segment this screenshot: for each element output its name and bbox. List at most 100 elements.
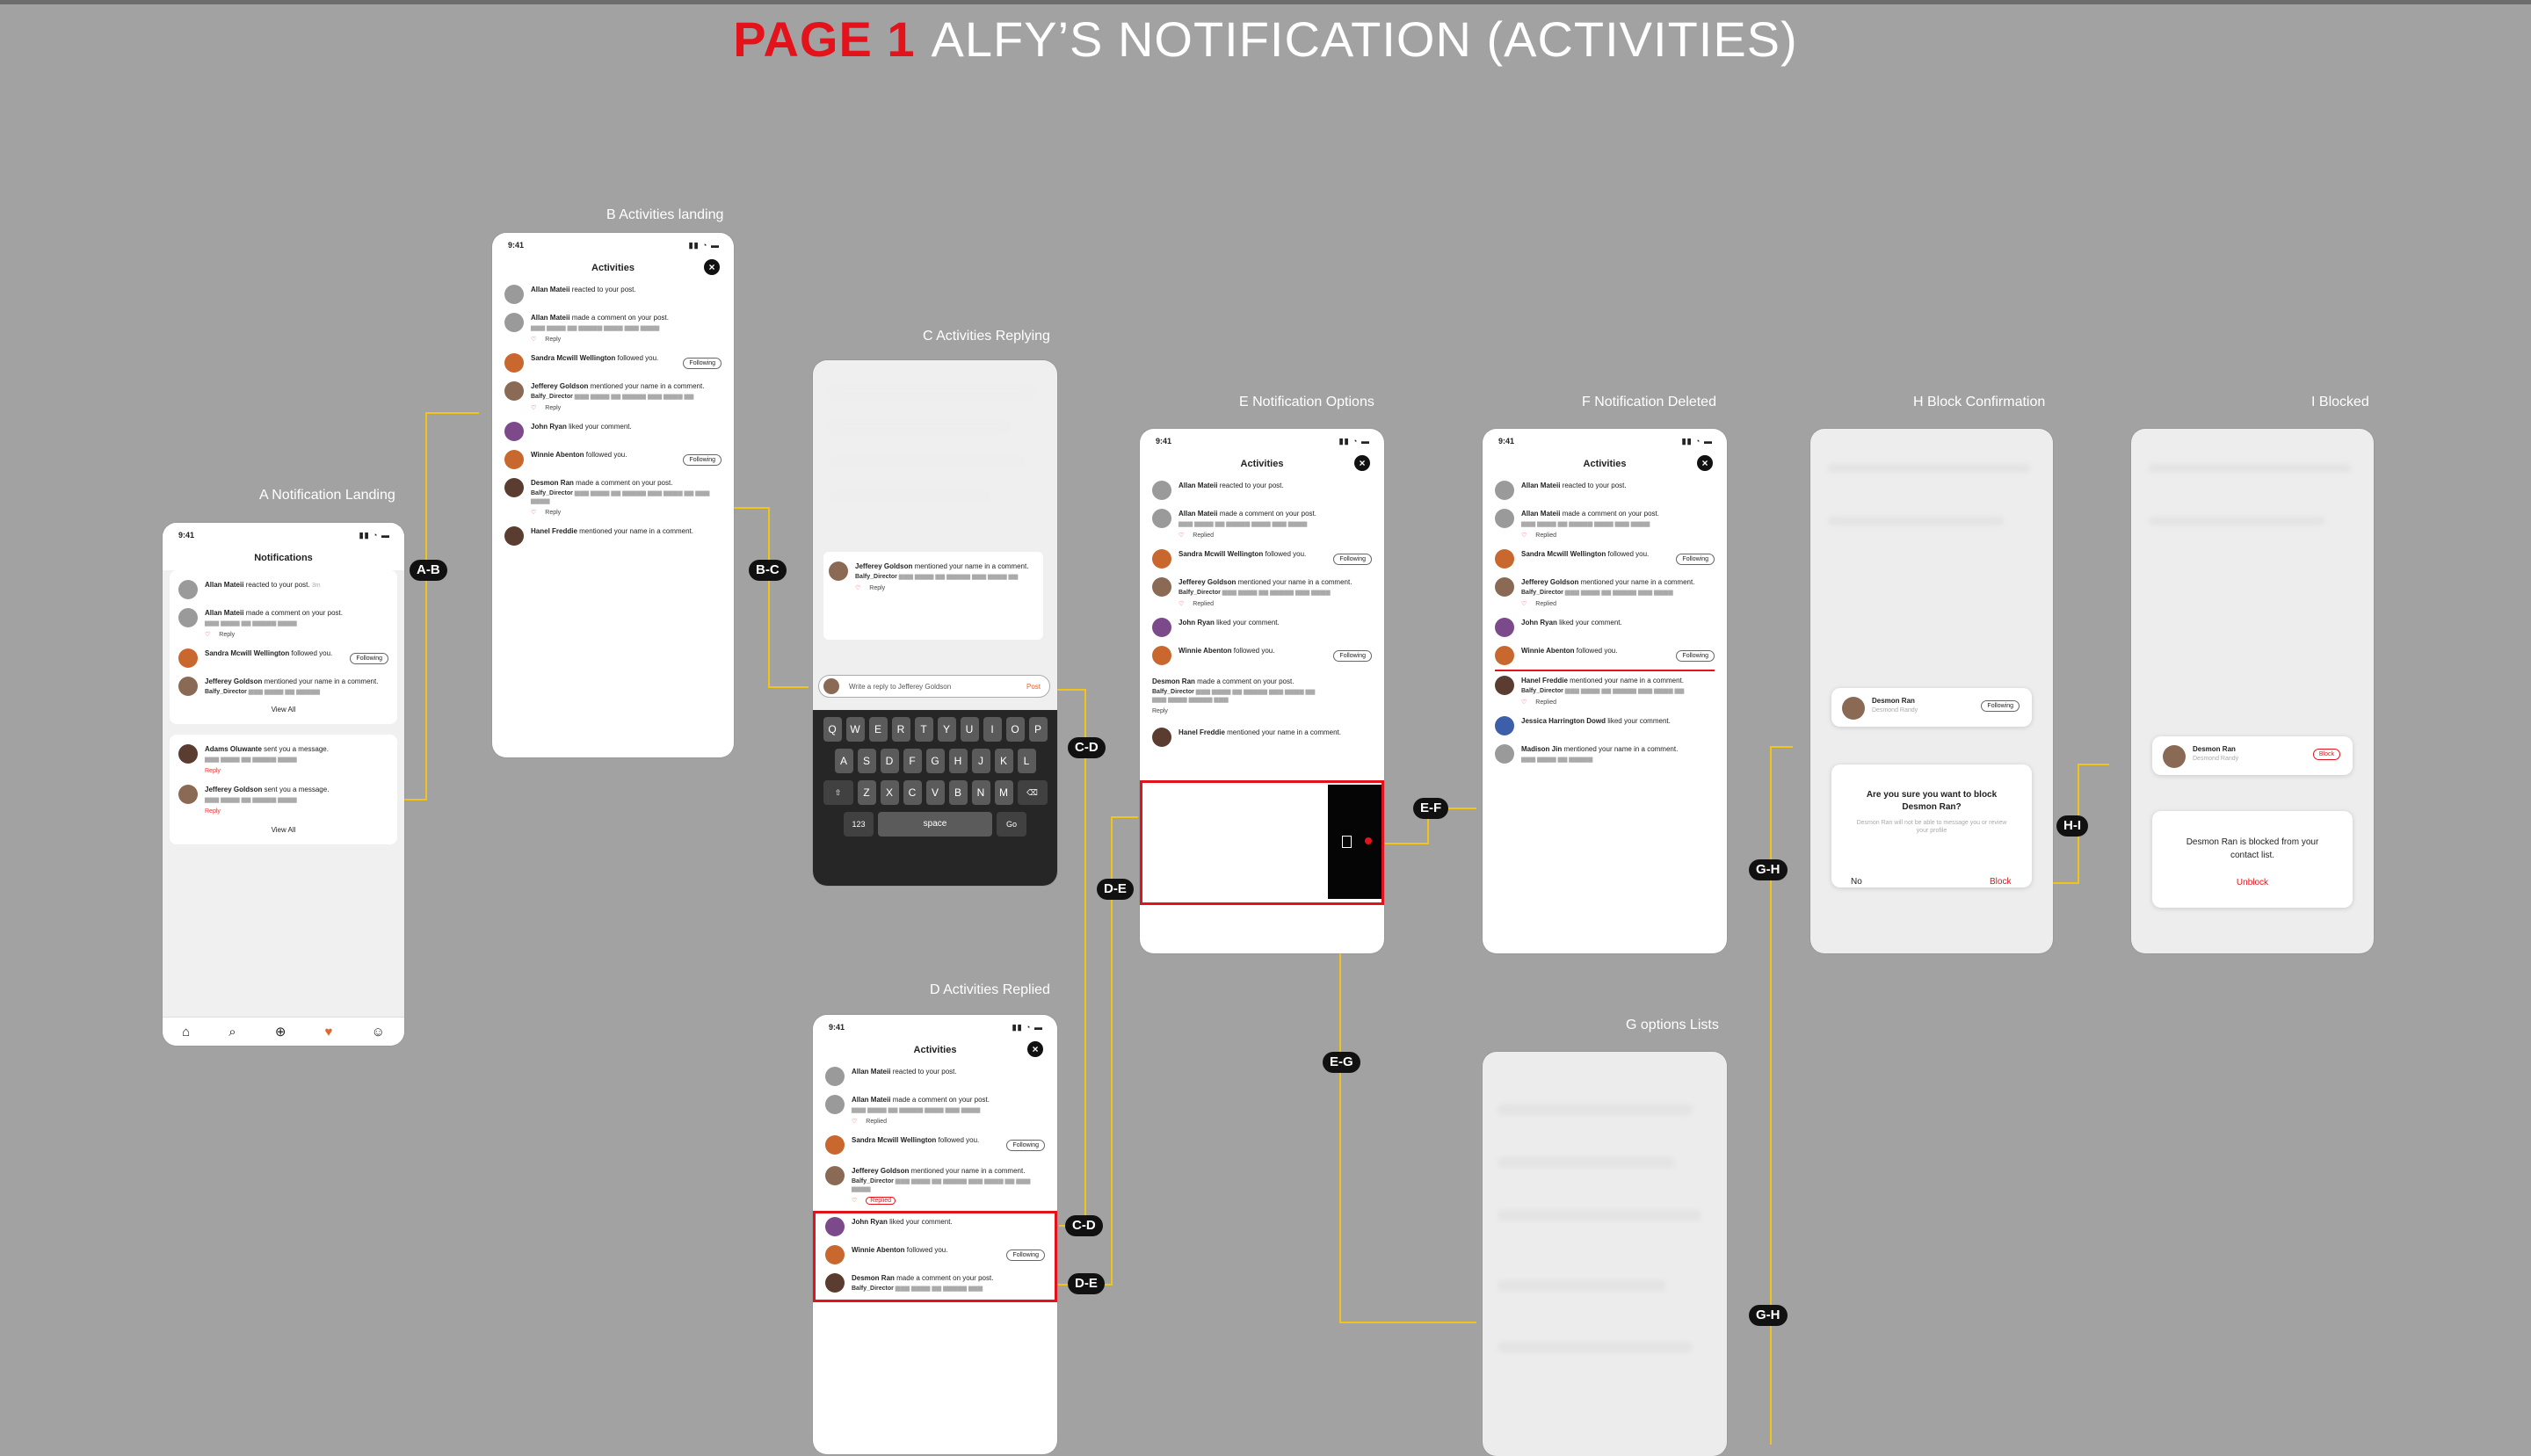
key-i[interactable]: I	[983, 717, 1002, 742]
list-item[interactable]: John Ryan liked your comment.	[825, 1213, 1045, 1241]
close-icon[interactable]: ×	[1697, 455, 1713, 471]
list-item[interactable]: Hanel Freddie mentioned your name in a c…	[1152, 723, 1372, 751]
close-icon[interactable]: ×	[704, 259, 720, 275]
key-t[interactable]: T	[914, 717, 933, 742]
following-button[interactable]: Following	[683, 453, 722, 466]
following-button[interactable]: Following	[1006, 1139, 1045, 1151]
list-item[interactable]: Allan Mateii reacted to your post.	[1495, 476, 1715, 504]
following-button[interactable]: Following	[683, 357, 722, 369]
search-icon[interactable]: ⌕	[228, 1024, 236, 1039]
reply-link[interactable]: Reply	[545, 510, 562, 516]
key-f[interactable]: F	[903, 749, 922, 773]
profile-icon[interactable]: ☺	[371, 1024, 385, 1039]
list-item[interactable]: Sandra Mcwill Wellington followed you.Fo…	[504, 349, 722, 377]
list-item[interactable]: Allan Mateii made a comment on your post…	[1495, 504, 1715, 545]
delete-key[interactable]: ⌫	[1017, 780, 1048, 805]
list-item[interactable]: Allan Mateii reacted to your post.	[1152, 476, 1372, 504]
list-item[interactable]: Adams Oluwante sent you a message.▆▆▆ ▆▆…	[178, 740, 388, 780]
list-item[interactable]: Madison Jin mentioned your name in a com…	[1495, 740, 1715, 768]
key-p[interactable]: P	[1028, 717, 1048, 742]
key-z[interactable]: Z	[857, 780, 876, 805]
swipe-options-panel[interactable]	[1328, 785, 1384, 899]
key-a[interactable]: A	[834, 749, 853, 773]
list-item[interactable]: Winnie Abenton followed you.Following	[504, 445, 722, 474]
unblock-button[interactable]: Unblock	[2236, 878, 2269, 887]
list-item[interactable]: John Ryan liked your comment.	[1152, 613, 1372, 641]
list-item[interactable]: Hanel Freddie mentioned your name in a c…	[504, 522, 722, 550]
key-d[interactable]: D	[880, 749, 899, 773]
list-item[interactable]: Sandra Mcwill Wellington followed you.Fo…	[1495, 545, 1715, 573]
close-icon[interactable]: ×	[1027, 1041, 1043, 1057]
key-h[interactable]: H	[948, 749, 968, 773]
list-item[interactable]: Desmon Ran made a comment on your post.B…	[825, 1269, 1045, 1297]
list-item[interactable]: Winnie Abenton followed you.Following	[1495, 641, 1715, 671]
home-icon[interactable]: ⌂	[182, 1024, 191, 1039]
list-item[interactable]: Jefferey Goldson mentioned your name in …	[504, 377, 722, 417]
list-item[interactable]: Winnie Abenton followed you.Following	[825, 1241, 1045, 1269]
key-x[interactable]: X	[880, 780, 899, 805]
list-item[interactable]: Allan Mateii reacted to your post.	[504, 280, 722, 308]
key-l[interactable]: L	[1017, 749, 1036, 773]
list-item[interactable]: Allan Mateii reacted to your post.	[825, 1062, 1045, 1090]
list-item[interactable]: Jefferey Goldson mentioned your name in …	[1495, 573, 1715, 613]
key-n[interactable]: N	[971, 780, 990, 805]
list-item[interactable]: Desmon Ran made a comment on your post.B…	[504, 474, 722, 522]
following-button[interactable]: Following	[1333, 649, 1372, 662]
key-r[interactable]: R	[891, 717, 910, 742]
list-item[interactable]: Allan Mateii made a comment on your post…	[178, 604, 388, 644]
numbers-key[interactable]: 123	[844, 812, 874, 837]
list-item[interactable]: Jefferey Goldson mentioned your name in …	[825, 1159, 1045, 1213]
shift-key[interactable]: ⇧	[823, 780, 853, 805]
following-button[interactable]: Following	[350, 652, 388, 664]
list-item[interactable]: John Ryan liked your comment.	[1495, 613, 1715, 641]
list-item[interactable]: Winnie Abenton followed you.Following	[1152, 641, 1372, 670]
list-item[interactable]: Allan Mateii made a comment on your post…	[1152, 504, 1372, 545]
list-item[interactable]: Sandra Mcwill Wellington followed you.Fo…	[1152, 545, 1372, 573]
key-q[interactable]: Q	[823, 717, 842, 742]
key-m[interactable]: M	[994, 780, 1013, 805]
list-item[interactable]: Jefferey Goldson mentioned your name in …	[178, 672, 388, 700]
close-icon[interactable]: ×	[1354, 455, 1370, 471]
key-e[interactable]: E	[868, 717, 888, 742]
key-g[interactable]: G	[925, 749, 945, 773]
reply-link[interactable]: Reply	[219, 632, 236, 638]
list-item[interactable]: Sandra Mcwill Wellington followed you.Fo…	[178, 644, 388, 672]
view-all-link[interactable]: View All	[271, 706, 296, 714]
following-button[interactable]: Following	[1676, 649, 1715, 662]
key-y[interactable]: Y	[937, 717, 956, 742]
heart-icon[interactable]: ♥	[324, 1024, 333, 1039]
reply-link[interactable]: Reply	[545, 405, 562, 411]
key-u[interactable]: U	[960, 717, 979, 742]
key-v[interactable]: V	[925, 780, 945, 805]
add-icon[interactable]: ⊕	[274, 1025, 286, 1039]
list-item[interactable]: Jessica Harrington Dowd liked your comme…	[1495, 712, 1715, 740]
more-options-icon[interactable]	[1365, 837, 1372, 844]
list-item[interactable]: Jefferey Goldson sent you a message.▆▆▆ …	[178, 780, 388, 821]
block-button[interactable]: Block	[1990, 877, 2012, 887]
key-b[interactable]: B	[948, 780, 968, 805]
key-s[interactable]: S	[857, 749, 876, 773]
list-item[interactable]: Sandra Mcwill Wellington followed you.Fo…	[825, 1131, 1045, 1159]
list-item[interactable]: John Ryan liked your comment.	[504, 417, 722, 445]
reply-link[interactable]: Reply	[205, 808, 221, 815]
space-key[interactable]: space	[878, 812, 992, 837]
no-button[interactable]: No	[1851, 877, 1862, 887]
key-w[interactable]: W	[845, 717, 865, 742]
following-button[interactable]: Following	[1981, 700, 2020, 712]
delete-icon[interactable]	[1342, 836, 1352, 848]
view-all-link[interactable]: View All	[271, 826, 296, 834]
key-o[interactable]: O	[1005, 717, 1025, 742]
list-item[interactable]: Hanel Freddie mentioned your name in a c…	[1495, 671, 1715, 712]
key-k[interactable]: K	[994, 749, 1013, 773]
go-key[interactable]: Go	[997, 812, 1026, 837]
list-item[interactable]: Jefferey Goldson mentioned your name in …	[1152, 573, 1372, 613]
key-j[interactable]: J	[971, 749, 990, 773]
following-button[interactable]: Following	[1676, 553, 1715, 565]
following-button[interactable]: Following	[1006, 1249, 1045, 1261]
following-button[interactable]: Following	[1333, 553, 1372, 565]
block-badge[interactable]: Block	[2312, 749, 2340, 760]
list-item[interactable]: Allan Mateii reacted to your post. 3m	[178, 576, 388, 604]
list-item-swiped[interactable]: Desmon Ran made a comment on your post.B…	[1152, 677, 1316, 714]
reply-link[interactable]: Reply	[205, 768, 221, 774]
